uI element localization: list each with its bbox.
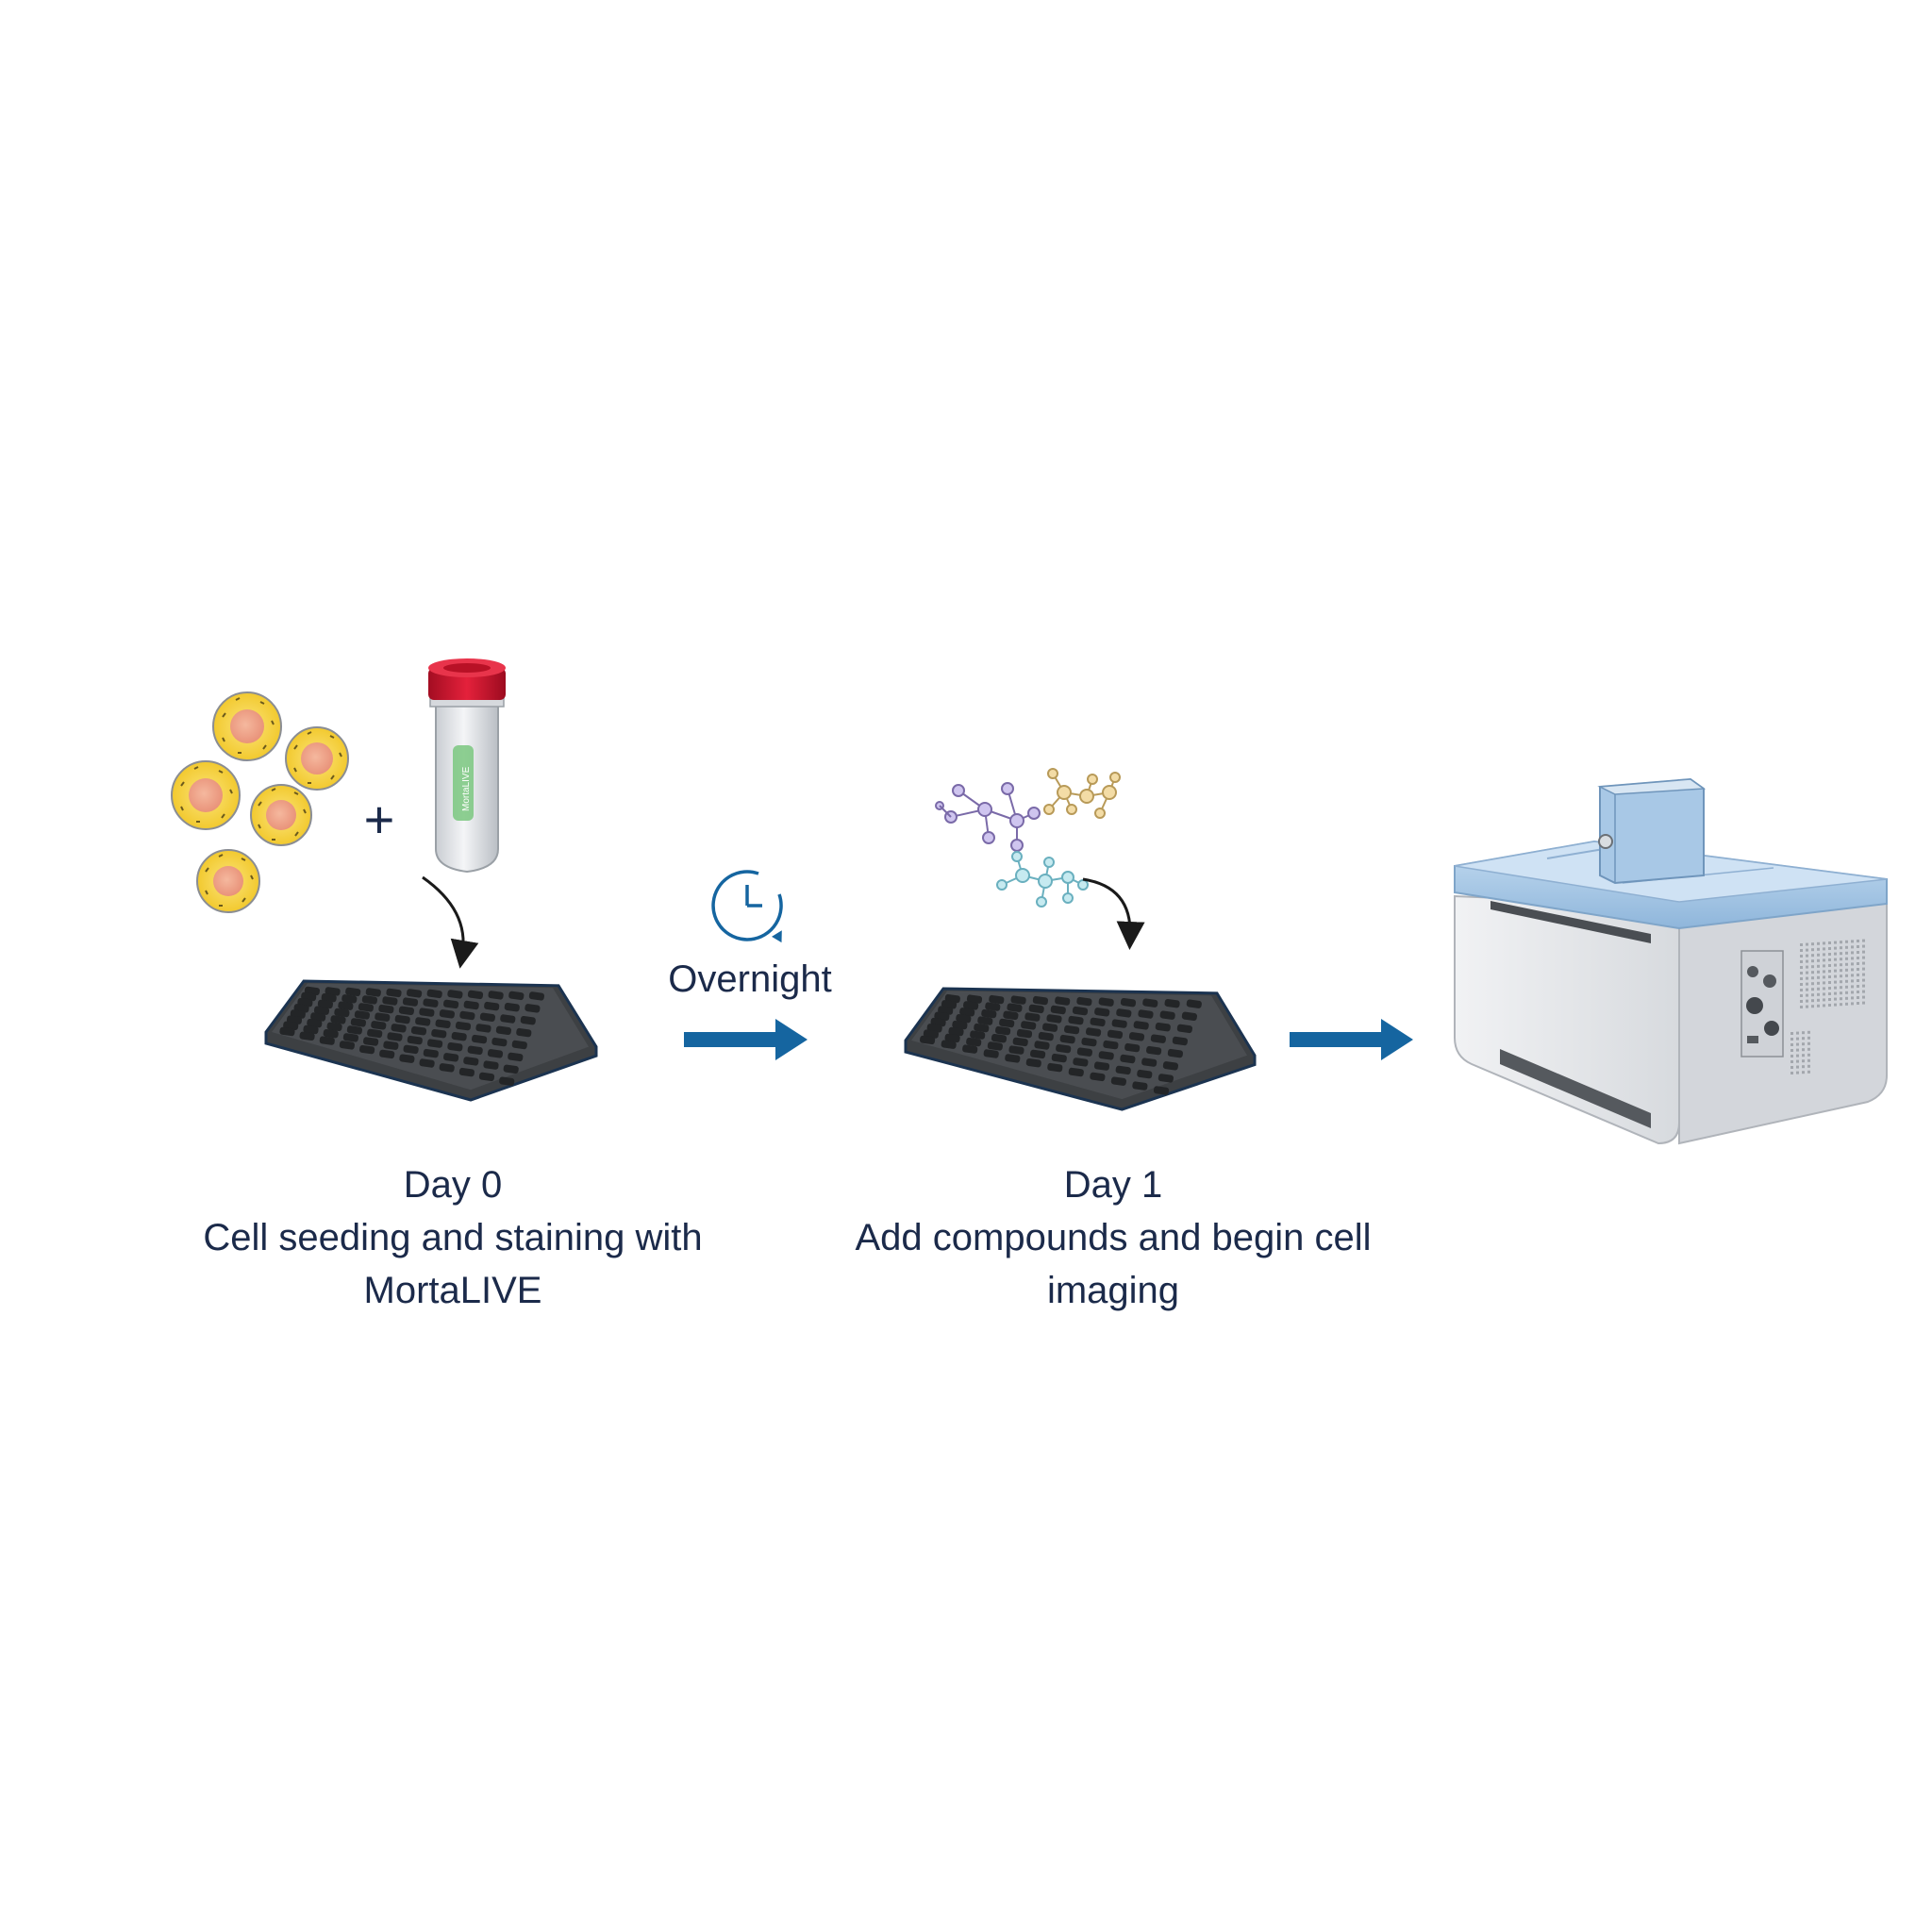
- plus-symbol: +: [364, 790, 395, 849]
- step-caption-day0: Day 0 Cell seeding and staining with Mor…: [132, 1158, 774, 1317]
- step-description-line: Add compounds and begin cell: [855, 1217, 1372, 1258]
- step-caption-day1: Day 1 Add compounds and begin cell imagi…: [792, 1158, 1434, 1317]
- cell-icon: [250, 784, 312, 846]
- reagent-tube-icon: MortaLIVE: [428, 658, 506, 874]
- clock-icon: [711, 870, 783, 943]
- step-day-label: Day 1: [1063, 1164, 1163, 1206]
- step-description-line: MortaLIVE: [363, 1270, 542, 1311]
- cell-icon: [212, 691, 282, 761]
- imaging-instrument-icon: [1454, 777, 1888, 1145]
- cell-icon: [196, 849, 260, 913]
- step-description-line: imaging: [1046, 1270, 1180, 1311]
- well-plate-icon: [264, 979, 598, 1102]
- step-description-line: Cell seeding and staining with: [203, 1217, 703, 1258]
- cell-icon: [171, 760, 241, 830]
- compound-molecule-icon: [1043, 768, 1121, 819]
- curved-arrow-icon: [1082, 877, 1145, 950]
- curved-arrow-icon: [422, 875, 479, 969]
- overnight-label: Overnight: [668, 958, 832, 1000]
- arrow-right-icon: [1290, 1019, 1413, 1060]
- cell-group: [171, 691, 349, 913]
- cell-icon: [285, 726, 349, 791]
- reagent-tube-label: MortaLIVE: [461, 766, 472, 811]
- compound-molecule-icon: [996, 851, 1089, 908]
- step-day-label: Day 0: [403, 1164, 503, 1206]
- arrow-right-icon: [684, 1019, 808, 1060]
- compound-molecule-icon: [935, 782, 1041, 852]
- well-plate-icon: [904, 987, 1257, 1111]
